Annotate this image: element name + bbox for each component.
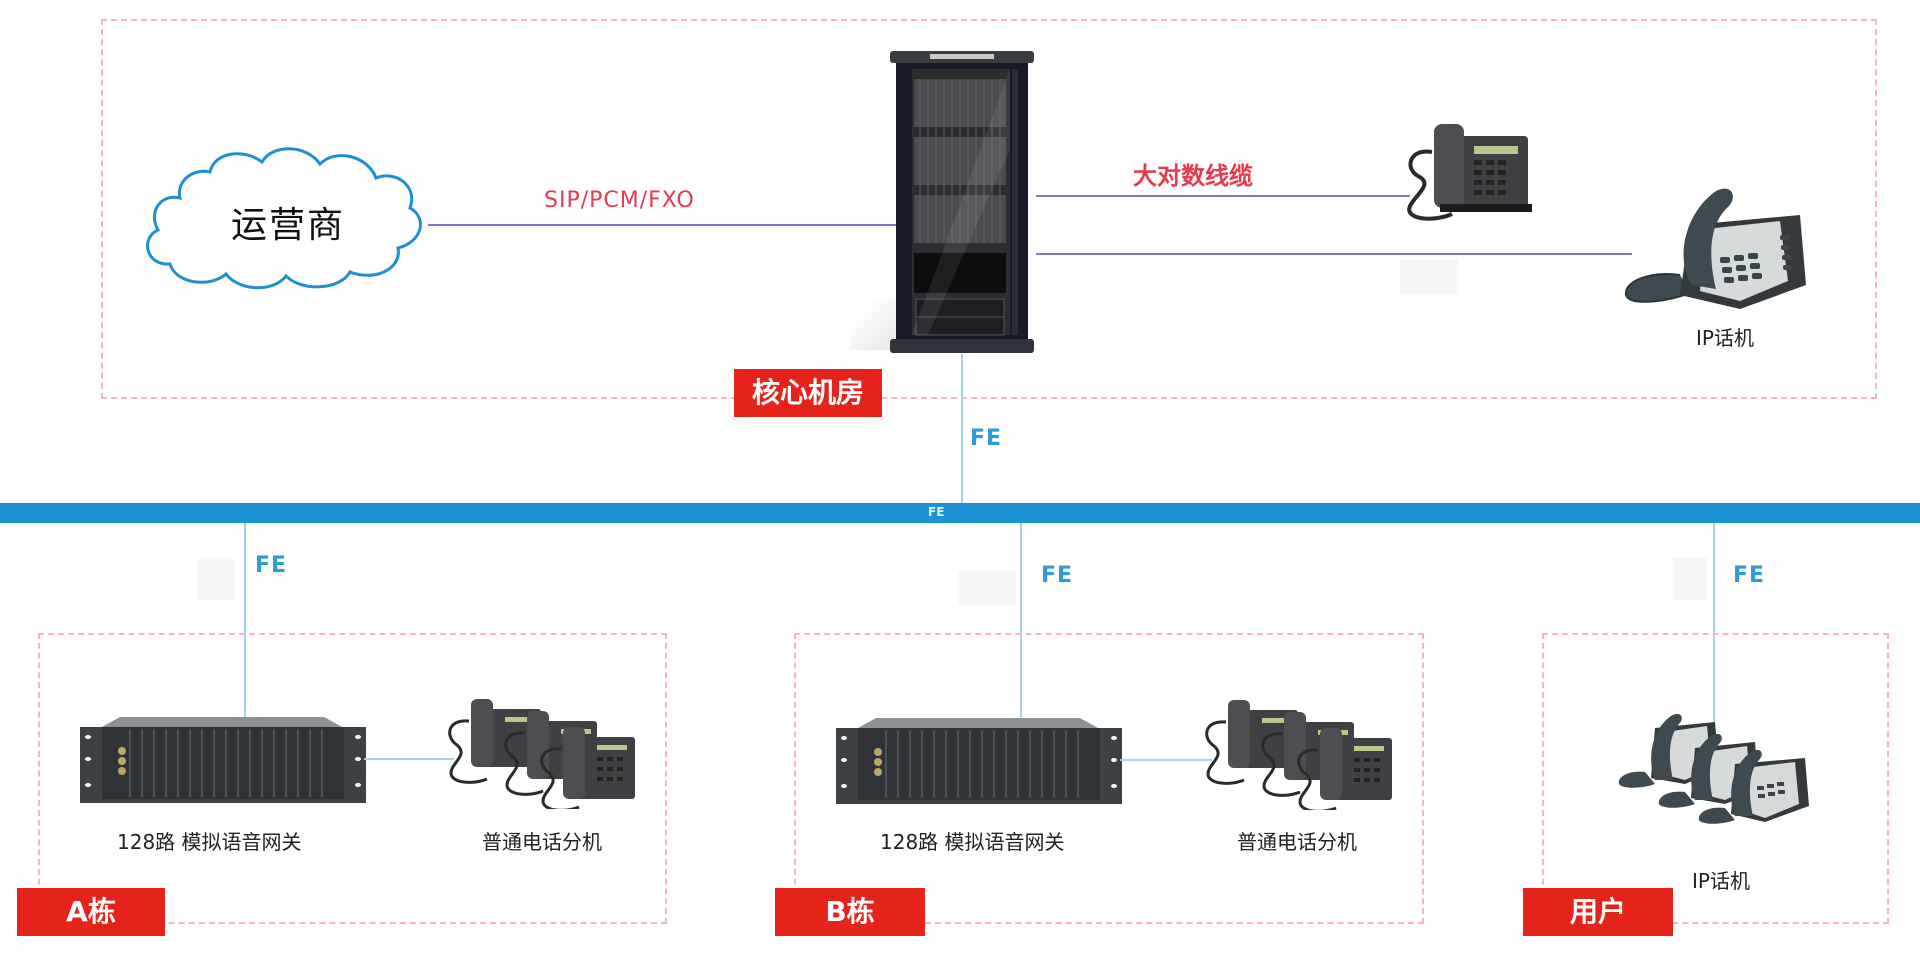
ip-phones-group-icon [1618,713,1809,824]
placeholder-patch [1673,557,1707,600]
voice-gateway-icon [80,717,366,803]
building-b-box [794,633,1424,924]
users-box [1542,633,1889,924]
placeholder-patch [958,571,1016,605]
ip-link-line [1036,253,1632,255]
a-phones-label: 普通电话分机 [482,830,602,854]
server-rack-icon [890,51,1034,353]
carrier-label: 运营商 [231,205,346,246]
b-gateway-phone-line [1120,759,1212,761]
analog-phones-group-icon [448,699,635,809]
core-uplink-label: FE [970,426,1003,451]
b-gateway-label: 128路 模拟语音网关 [880,830,1065,854]
user-uplink-label: FE [1733,563,1766,588]
placeholder-patch [1400,260,1458,294]
voice-gateway-icon [836,718,1122,804]
building-a-tag: A栋 [17,888,165,936]
users-tag: 用户 [1523,888,1673,936]
cable-link-line [1036,195,1410,197]
carrier-cloud-icon [146,147,422,290]
carrier-link-line [428,224,898,226]
bus-label: FE [928,505,945,519]
b-uplink-line [1020,523,1022,717]
carrier-link-label: SIP/PCM/FXO [544,188,695,213]
a-uplink-line [244,523,246,717]
b-uplink-label: FE [1041,563,1074,588]
analog-phone-icon [1407,124,1532,221]
core-room-tag: 核心机房 [734,369,882,417]
fe-backbone-bus [0,503,1920,523]
building-a-box [38,633,667,924]
ip-phone-icon [1624,188,1806,309]
placeholder-patch [197,558,235,600]
core-room-box [101,19,1877,399]
analog-phones-group-icon [1205,700,1392,810]
user-uplink-line [1713,523,1715,725]
core-uplink-line [961,354,963,504]
a-uplink-label: FE [255,553,288,578]
cable-link-label: 大对数线缆 [1133,162,1253,190]
building-b-tag: B栋 [775,888,925,936]
a-gateway-phone-line [364,758,454,760]
ip-phone-label: IP话机 [1696,326,1754,350]
user-phones-label: IP话机 [1692,869,1750,893]
b-phones-label: 普通电话分机 [1237,830,1357,854]
a-gateway-label: 128路 模拟语音网关 [117,830,302,854]
